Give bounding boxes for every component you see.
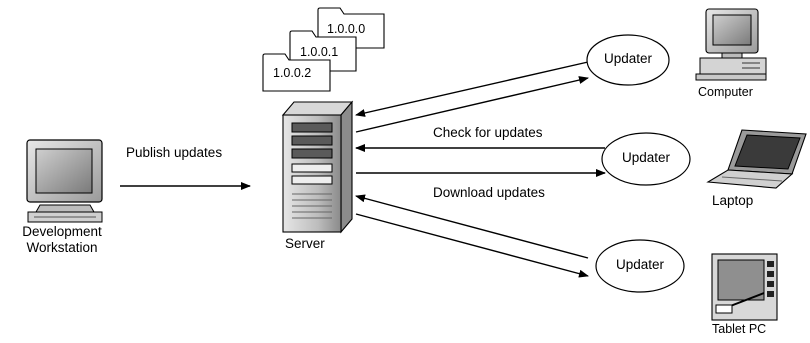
tablet-check-arrow xyxy=(355,194,589,259)
workstation-label-line2: Workstation xyxy=(26,239,98,255)
workstation-computer-icon xyxy=(26,139,103,223)
updater-label: Updater xyxy=(615,257,665,272)
updater-label: Updater xyxy=(621,150,671,165)
computer-label: Computer xyxy=(698,85,753,99)
server-icon xyxy=(281,100,354,234)
updater-ellipse-computer xyxy=(586,34,670,86)
desktop-computer-icon xyxy=(695,8,767,81)
download-updates-label: Download updates xyxy=(433,185,545,200)
tablet-download-arrow xyxy=(355,213,589,278)
laptop-icon xyxy=(706,129,807,189)
updater-label: Updater xyxy=(603,51,653,66)
tablet-pc-icon xyxy=(711,253,778,321)
updater-ellipse-laptop xyxy=(601,132,691,186)
version-folder-icon xyxy=(262,53,331,92)
computer-download-arrow xyxy=(355,76,589,133)
publish-updates-label: Publish updates xyxy=(126,145,223,160)
workstation-label: Development Workstation xyxy=(2,224,122,255)
updater-ellipse-tablet xyxy=(595,239,685,293)
version-label: 1.0.0.0 xyxy=(327,22,366,36)
version-label: 1.0.0.1 xyxy=(300,45,339,59)
server-label: Server xyxy=(285,236,325,251)
version-label: 1.0.0.2 xyxy=(273,66,312,80)
tablet-pc-label: Tablet PC xyxy=(712,322,767,336)
computer-check-arrow xyxy=(355,61,589,117)
workstation-label-line1: Development xyxy=(22,224,102,239)
check-for-updates-label: Check for updates xyxy=(433,125,543,140)
laptop-label: Laptop xyxy=(712,193,754,208)
